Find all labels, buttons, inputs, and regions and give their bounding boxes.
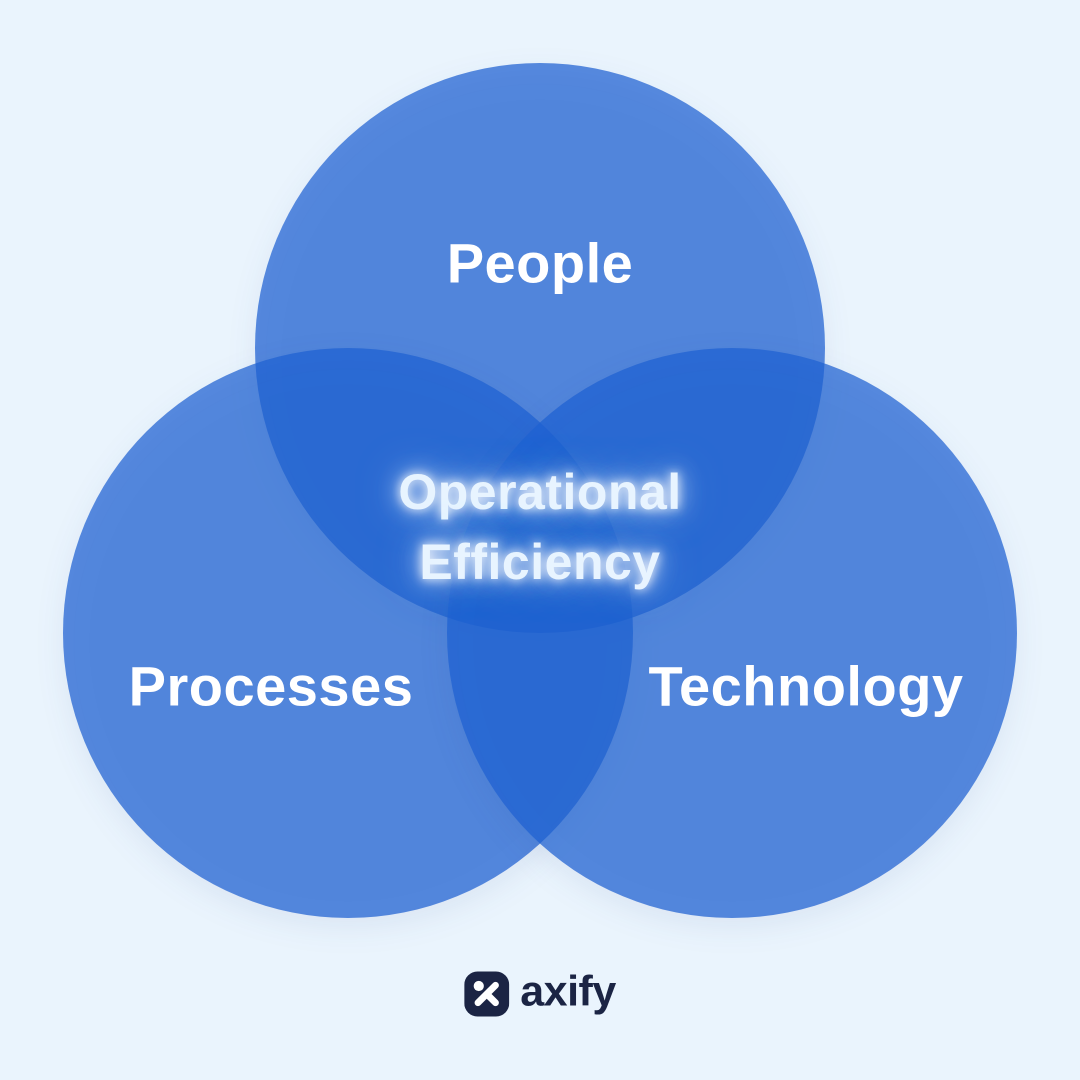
circle-label-technology: Technology	[648, 654, 964, 718]
circle-label-processes: Processes	[128, 654, 414, 718]
center-label-line2: Efficiency	[419, 534, 661, 590]
venn-circle-technology	[447, 348, 1017, 918]
brand-name: axify	[520, 967, 616, 1016]
circle-label-people: People	[446, 231, 634, 295]
brand-logo: axify	[464, 967, 616, 1018]
center-label-operational-efficiency: Operational Efficiency	[398, 457, 681, 597]
axify-x-mark-icon	[464, 971, 510, 1017]
center-label-line1: Operational	[398, 464, 682, 520]
